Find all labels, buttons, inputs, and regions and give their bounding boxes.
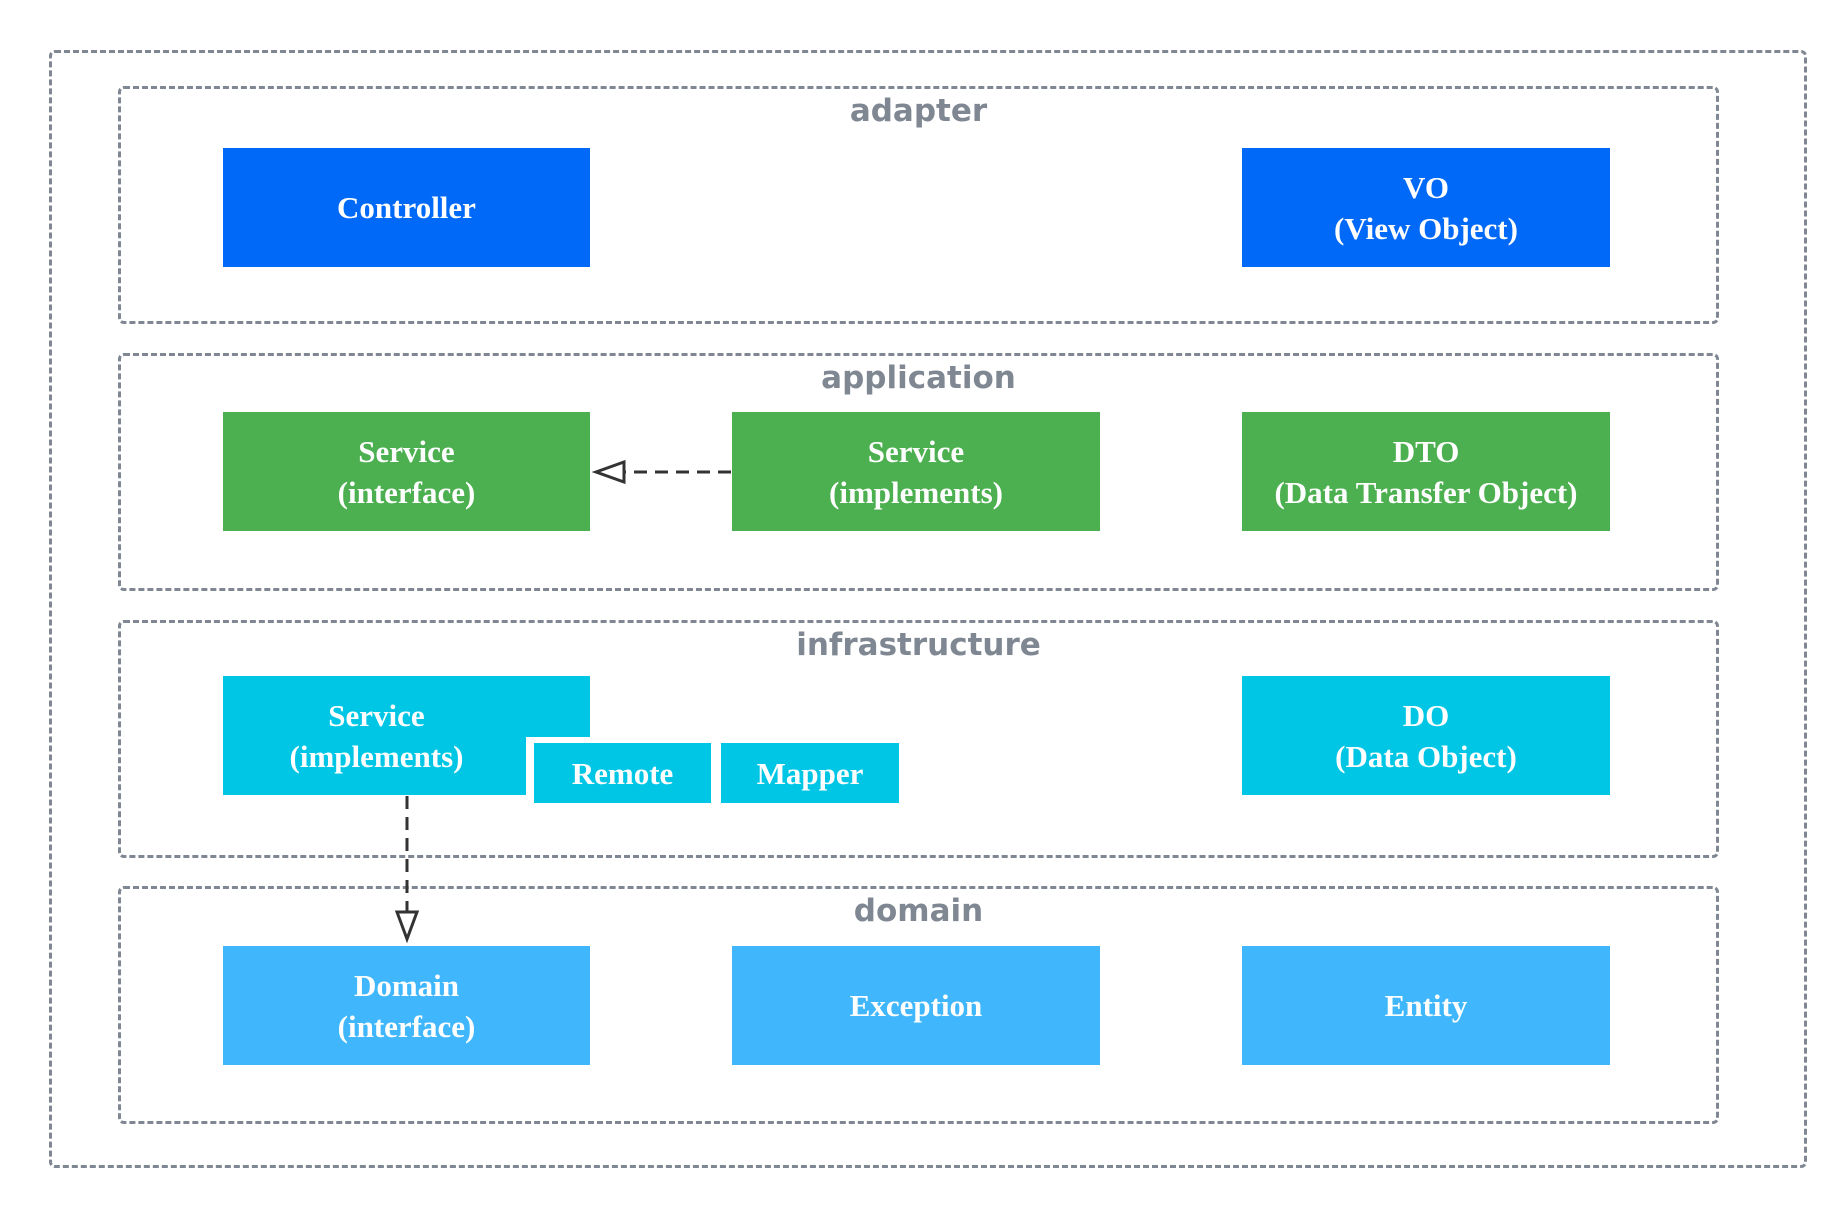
layer-domain: domain bbox=[118, 886, 1719, 1124]
node-controller-label: Controller bbox=[337, 190, 476, 225]
node-do-sublabel: (Data Object) bbox=[1335, 738, 1517, 774]
node-controller[interactable]: Controller bbox=[223, 148, 590, 267]
node-exception-label: Exception bbox=[849, 988, 983, 1023]
node-exception[interactable]: Exception bbox=[732, 946, 1100, 1065]
node-service-interface[interactable]: Service (interface) bbox=[223, 412, 590, 531]
node-service-interface-sublabel: (interface) bbox=[337, 474, 476, 510]
node-service-implements-infrastructure-label: Service bbox=[328, 697, 425, 733]
node-domain-interface[interactable]: Domain (interface) bbox=[223, 946, 590, 1065]
node-vo-label: VO bbox=[1403, 169, 1449, 205]
node-entity[interactable]: Entity bbox=[1242, 946, 1610, 1065]
node-dto[interactable]: DTO (Data Transfer Object) bbox=[1242, 412, 1610, 531]
edge-implements-domain-interface bbox=[394, 796, 420, 944]
node-remote-label: Remote bbox=[571, 755, 674, 791]
node-domain-interface-sublabel: (interface) bbox=[337, 1008, 476, 1044]
layer-adapter: adapter bbox=[118, 86, 1719, 324]
node-vo[interactable]: VO (View Object) bbox=[1242, 148, 1610, 267]
layer-title-application: application bbox=[821, 360, 1016, 396]
node-entity-label: Entity bbox=[1384, 988, 1468, 1023]
layer-title-adapter: adapter bbox=[849, 93, 988, 129]
node-service-implements-application-label: Service bbox=[867, 433, 965, 469]
node-service-interface-label: Service bbox=[358, 433, 455, 469]
node-vo-sublabel: (View Object) bbox=[1334, 210, 1518, 246]
node-mapper[interactable]: Mapper bbox=[721, 743, 899, 803]
node-service-implements-infrastructure-sublabel: (implements) bbox=[289, 738, 464, 774]
node-do[interactable]: DO (Data Object) bbox=[1242, 676, 1610, 795]
node-do-label: DO bbox=[1402, 697, 1450, 733]
layer-application: application bbox=[118, 353, 1719, 591]
node-domain-interface-label: Domain bbox=[353, 967, 460, 1003]
architecture-container bbox=[49, 50, 1807, 1168]
node-mapper-label: Mapper bbox=[756, 755, 864, 791]
layer-title-domain: domain bbox=[853, 893, 984, 929]
layer-infrastructure: infrastructure bbox=[118, 620, 1719, 858]
node-remote[interactable]: Remote bbox=[534, 743, 711, 803]
node-service-implements-application[interactable]: Service (implements) bbox=[732, 412, 1100, 531]
layer-title-infrastructure: infrastructure bbox=[796, 627, 1041, 663]
edge-implements-service-interface bbox=[591, 459, 731, 485]
node-service-implements-application-sublabel: (implements) bbox=[829, 474, 1003, 510]
node-dto-sublabel: (Data Transfer Object) bbox=[1274, 474, 1578, 510]
node-dto-label: DTO bbox=[1392, 433, 1460, 469]
